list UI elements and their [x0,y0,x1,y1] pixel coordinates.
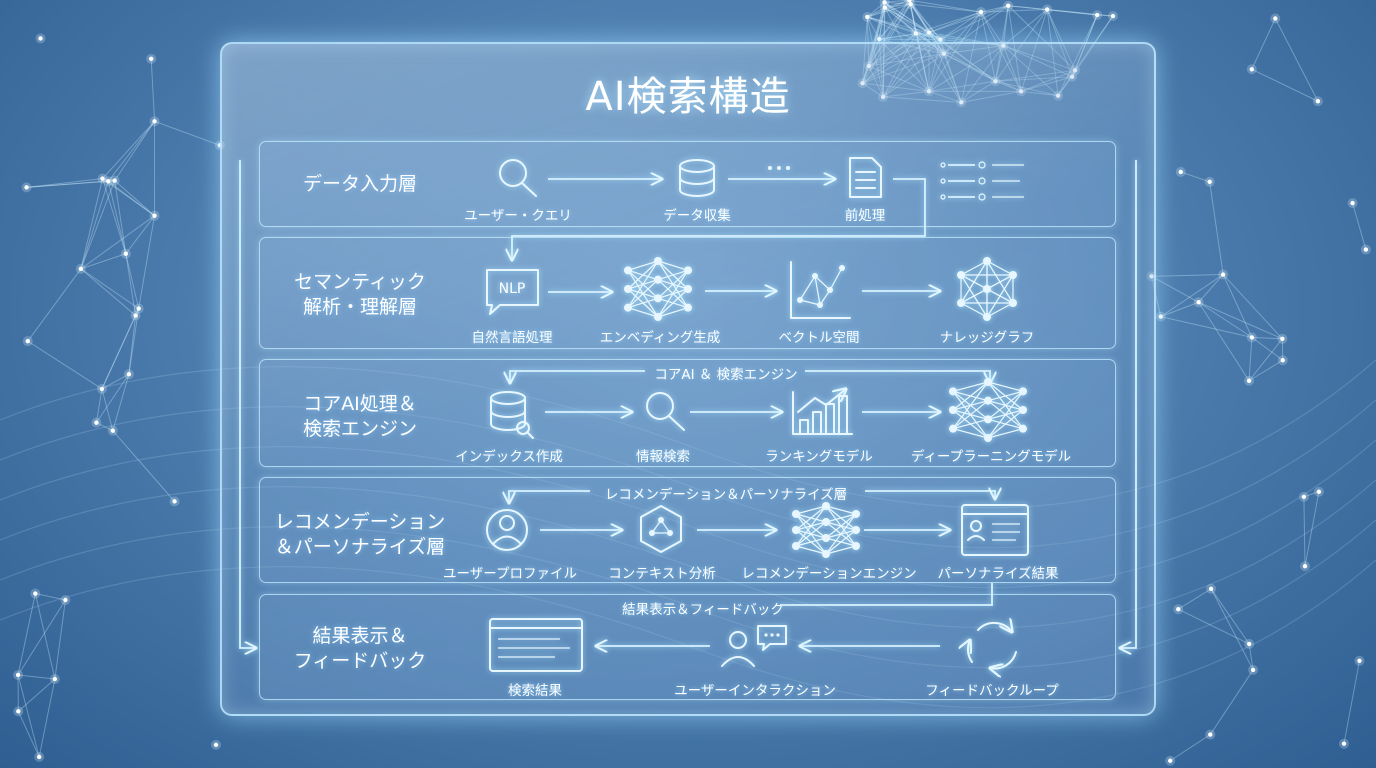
layer-label-recommendation: レコメンデーション ＆パーソナライズ層 [274,511,446,558]
node-label-personalized-results: パーソナライズ結果 [937,566,1059,582]
node-label-search-results: 検索結果 [508,683,562,699]
node-label-embedding: エンベディング生成 [599,330,721,346]
layer-results [259,594,1116,700]
node-label-vector-space: ベクトル空間 [778,330,860,346]
node-label-deep-learning: ディープラーニングモデル [910,449,1072,465]
layer-label-semantic: セマンティック 解析・理解層 [294,271,426,318]
node-label-indexing: インデックス作成 [455,449,563,465]
node-label-context-analysis: コンテキスト分析 [608,566,716,582]
layer-label-data-input: データ入力層 [302,173,417,195]
node-label-knowledge-graph: ナレッジグラフ [939,330,1035,346]
layer-label-core-ai: コアAI処理＆ 検索エンジン [302,393,417,440]
node-label-nlp: 自然言語処理 [471,330,553,346]
diagram-panel [220,42,1156,716]
flow-label-core-ai: コアAI ＆ 検索エンジン [654,367,798,383]
node-label-retrieval: 情報検索 [636,449,690,465]
flow-label-results: 結果表示＆フィードバック [622,602,784,618]
flow-label-recommendation: レコメンデーション＆パーソナライズ層 [604,487,848,503]
node-label-user-query: ユーザー・クエリ [464,208,572,224]
node-label-preprocessing: 前処理 [844,208,886,224]
node-label-user-profile: ユーザープロファイル [443,566,577,582]
layer-label-results: 結果表示＆ フィードバック [293,625,427,672]
node-label-user-interaction: ユーザーインタラクション [674,683,836,699]
page-title: AI検索構造 [585,74,791,120]
node-label-ranking: ランキングモデル [765,449,873,465]
node-label-data-collection: データ収集 [663,208,731,224]
node-label-feedback-loop: フィードバックループ [925,683,1059,699]
node-label-recommendation-engine: レコメンデーションエンジン [741,566,917,582]
